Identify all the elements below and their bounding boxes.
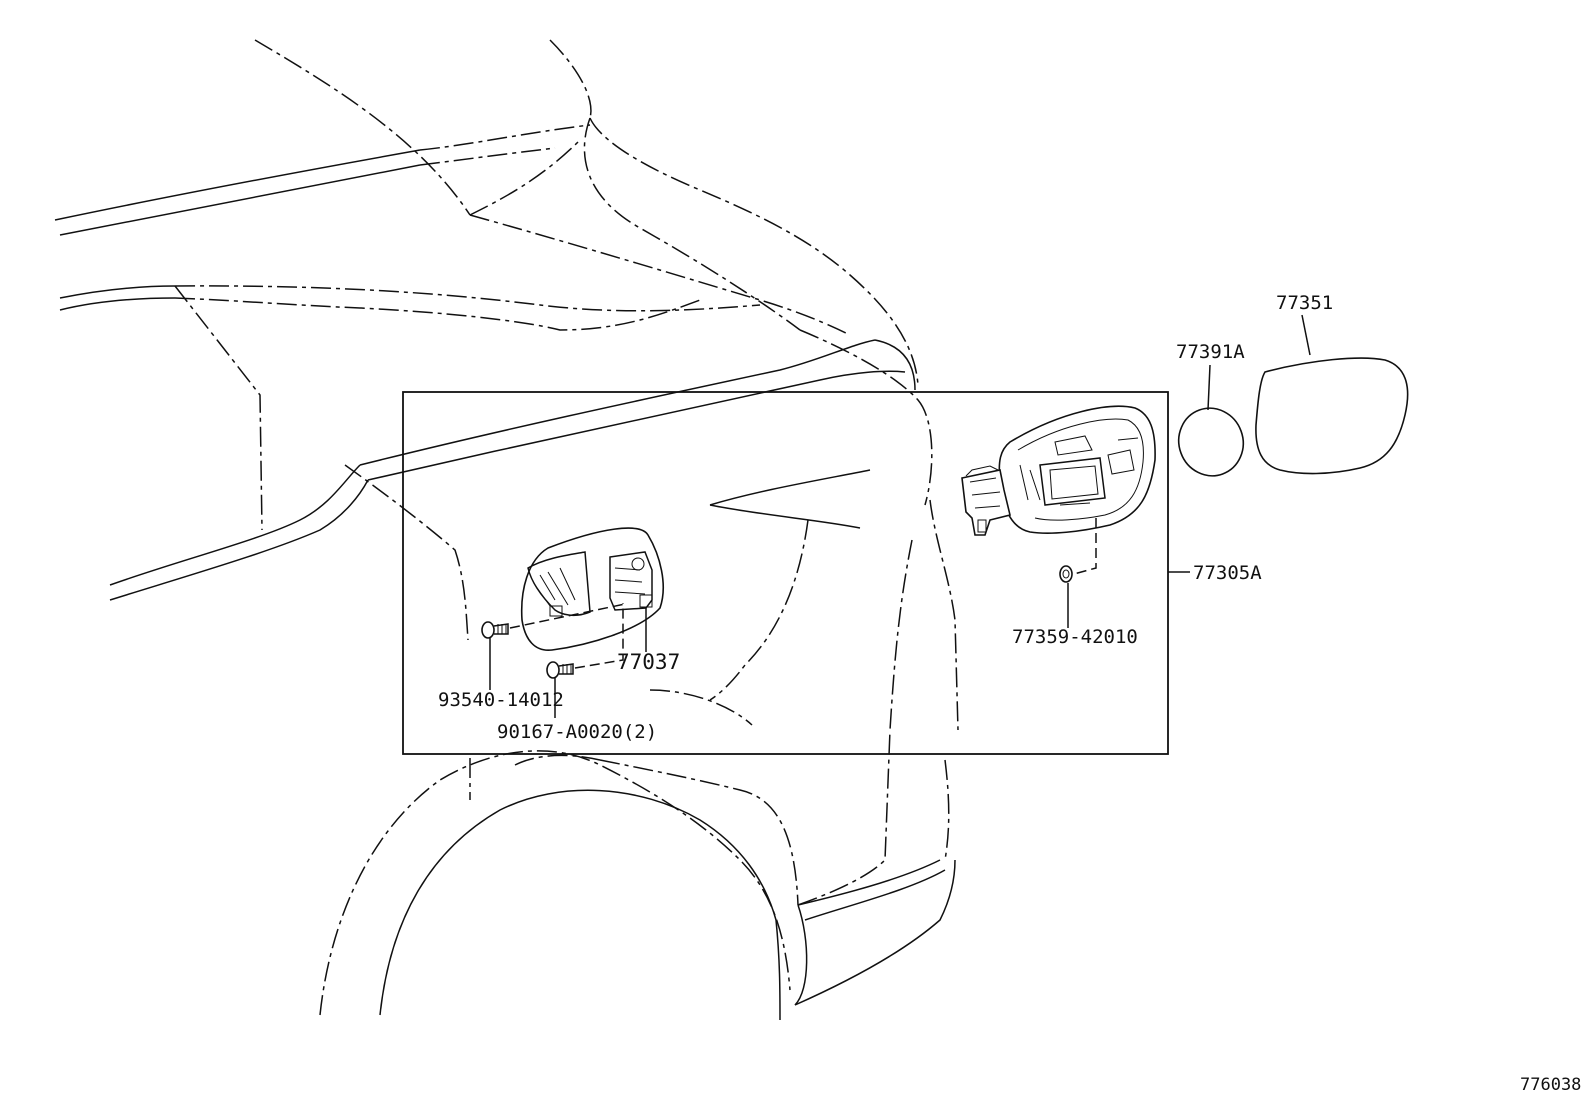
figure-number: 776038 <box>1520 1075 1581 1095</box>
screw-93540-part <box>481 621 509 639</box>
fuel-lid-assembly-part <box>961 405 1156 536</box>
callout-77391A: 77391A <box>1176 341 1245 363</box>
callout-77351: 77351 <box>1276 292 1333 314</box>
callout-77359-42010: 77359-42010 <box>1012 626 1138 648</box>
screw-90167-part <box>546 661 574 679</box>
callout-77037: 77037 <box>617 650 680 674</box>
fuel-inlet-housing-part <box>520 527 664 651</box>
assembly-frame <box>402 391 1169 755</box>
callout-93540-14012: 93540-14012 <box>438 689 564 711</box>
callout-77305A: 77305A <box>1193 562 1262 584</box>
gasket-77391A-part <box>1177 407 1245 477</box>
callout-90167-A0020: 90167-A0020(2) <box>497 721 657 743</box>
grommet-77359-part <box>1059 565 1073 583</box>
vehicle-body-outline <box>54 39 959 1021</box>
leader-lines <box>489 314 1311 718</box>
fuel-lid-panel-part <box>1255 357 1409 475</box>
